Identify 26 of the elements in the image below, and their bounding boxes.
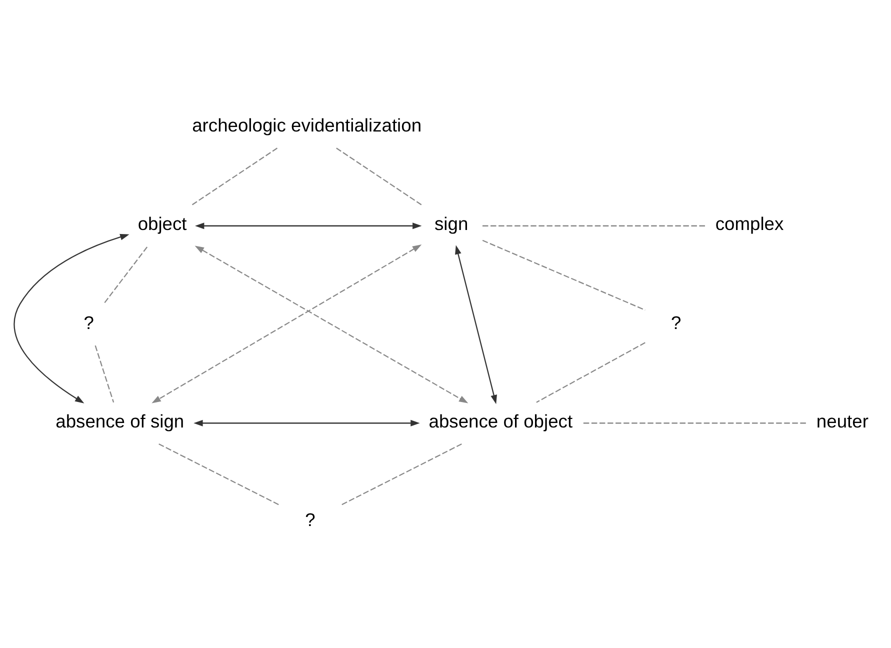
arrow <box>193 419 420 426</box>
node-text: object <box>137 212 186 234</box>
arrow <box>454 244 496 404</box>
connector <box>102 246 148 304</box>
node-text: ? <box>670 311 681 332</box>
connector <box>482 224 705 226</box>
arrow <box>151 244 422 403</box>
arrow <box>194 245 468 403</box>
node-text: absence of sign <box>55 410 184 431</box>
node-text: complex <box>714 212 784 234</box>
arrow <box>13 233 129 403</box>
connector <box>336 147 422 205</box>
node-text: ? <box>83 311 94 332</box>
connector <box>582 422 806 424</box>
node-text: sign <box>434 212 468 234</box>
node-text: ? <box>304 508 315 530</box>
connector <box>536 342 645 402</box>
connector <box>94 344 114 402</box>
node-text: absence of object <box>428 410 572 431</box>
connector <box>340 443 462 505</box>
node-text: archeologic evidentialization <box>192 114 422 136</box>
connector <box>158 443 279 505</box>
node-text: neuter <box>816 410 868 431</box>
arrow <box>194 222 422 229</box>
connector <box>191 147 278 205</box>
connector <box>482 239 645 310</box>
